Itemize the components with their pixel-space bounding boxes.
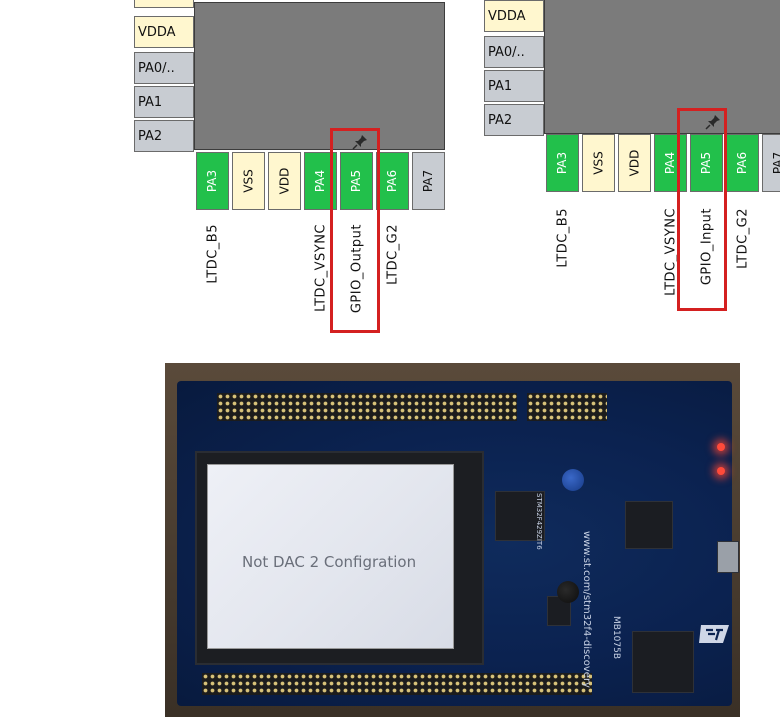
st-logo-icon	[699, 625, 729, 643]
reset-button[interactable]	[557, 581, 579, 603]
pin-label: PA4	[313, 169, 328, 193]
top-pin-header	[217, 393, 517, 421]
silk-chip-label: STM32F429ZIT6	[535, 493, 543, 550]
pin-pa0[interactable]: PA0/..	[484, 36, 544, 68]
usb-connector	[717, 541, 739, 573]
signal-label-pa6: LTDC_G2	[735, 208, 751, 269]
pin-vss[interactable]: VSS	[232, 152, 265, 210]
pin-label: PA3	[555, 151, 570, 175]
discovery-board-photo: Not DAC 2 Configration www.st.com/stm32f…	[165, 363, 740, 717]
pin-vdda[interactable]: VDDA	[134, 16, 194, 48]
pin-label: PA3	[205, 169, 220, 193]
pin-pa1[interactable]: PA1	[134, 86, 194, 118]
sdram-chip	[632, 631, 694, 693]
pin-label: PA2	[138, 128, 163, 144]
pin-vdd[interactable]: VDD	[268, 152, 301, 210]
pin-label: VDD	[627, 149, 642, 177]
silk-url: www.st.com/stm32f4-discovery	[581, 531, 592, 688]
silk-model: MB1075B	[611, 616, 621, 660]
pin-vdd[interactable]: VDD	[618, 134, 651, 192]
top-pin-header-right	[527, 393, 607, 421]
pin-pa2[interactable]: PA2	[484, 104, 544, 136]
pin-pa7[interactable]: PA7	[412, 152, 445, 210]
signal-label-pa3: LTDC_B5	[555, 208, 571, 268]
user-button[interactable]	[562, 469, 584, 491]
pin-label: VDDA	[488, 8, 526, 24]
pin-cut-top	[134, 0, 194, 8]
pushpin-icon	[705, 115, 720, 130]
pin-label: PA1	[488, 78, 513, 94]
pin-vdda[interactable]: VDDA	[484, 0, 544, 32]
pin-vss[interactable]: VSS	[582, 134, 615, 192]
led-red-2	[717, 467, 725, 475]
pin-pa6[interactable]: PA6	[376, 152, 409, 210]
pin-pa4[interactable]: PA4	[654, 134, 687, 192]
pcb: Not DAC 2 Configration www.st.com/stm32f…	[177, 381, 739, 706]
pin-label: PA6	[735, 151, 750, 175]
mcu-chip	[495, 491, 545, 541]
pin-label: PA6	[385, 169, 400, 193]
pin-label: PA7	[771, 151, 780, 175]
pin-label: PA0/..	[138, 60, 175, 76]
signal-label-pa6: LTDC_G2	[385, 224, 401, 285]
bottom-pin-header	[202, 673, 592, 695]
pin-pa2[interactable]: PA2	[134, 120, 194, 152]
pin-pa3[interactable]: PA3	[196, 152, 229, 210]
mcu-chip-body	[194, 2, 445, 150]
pin-label: PA0/..	[488, 44, 525, 60]
pin-pa5[interactable]: PA5	[690, 134, 723, 192]
lcd-screen: Not DAC 2 Configration	[207, 464, 454, 649]
pushpin-icon	[352, 135, 367, 150]
stlink-chip	[625, 501, 673, 549]
pin-pa7[interactable]: PA7	[762, 134, 780, 192]
pin-label: PA2	[488, 112, 513, 128]
pin-label: PA4	[663, 151, 678, 175]
pin-label: PA7	[421, 169, 436, 193]
pin-pa1[interactable]: PA1	[484, 70, 544, 102]
pin-label: VDD	[277, 167, 292, 195]
highlight-box	[677, 108, 727, 311]
lcd-text: Not DAC 2 Configration	[242, 553, 417, 571]
pin-label: PA1	[138, 94, 163, 110]
pin-label: VDDA	[138, 24, 176, 40]
pin-label: VSS	[591, 151, 606, 175]
pin-pa5[interactable]: PA5	[340, 152, 373, 210]
mcu-chip-body	[544, 0, 780, 134]
pin-label: VSS	[241, 169, 256, 193]
highlight-box	[330, 128, 380, 333]
pin-pa3[interactable]: PA3	[546, 134, 579, 192]
signal-label-pa4: LTDC_VSYNC	[313, 224, 329, 312]
led-red-1	[717, 443, 725, 451]
pin-pa0[interactable]: PA0/..	[134, 52, 194, 84]
pin-pa6[interactable]: PA6	[726, 134, 759, 192]
signal-label-pa3: LTDC_B5	[205, 224, 221, 284]
